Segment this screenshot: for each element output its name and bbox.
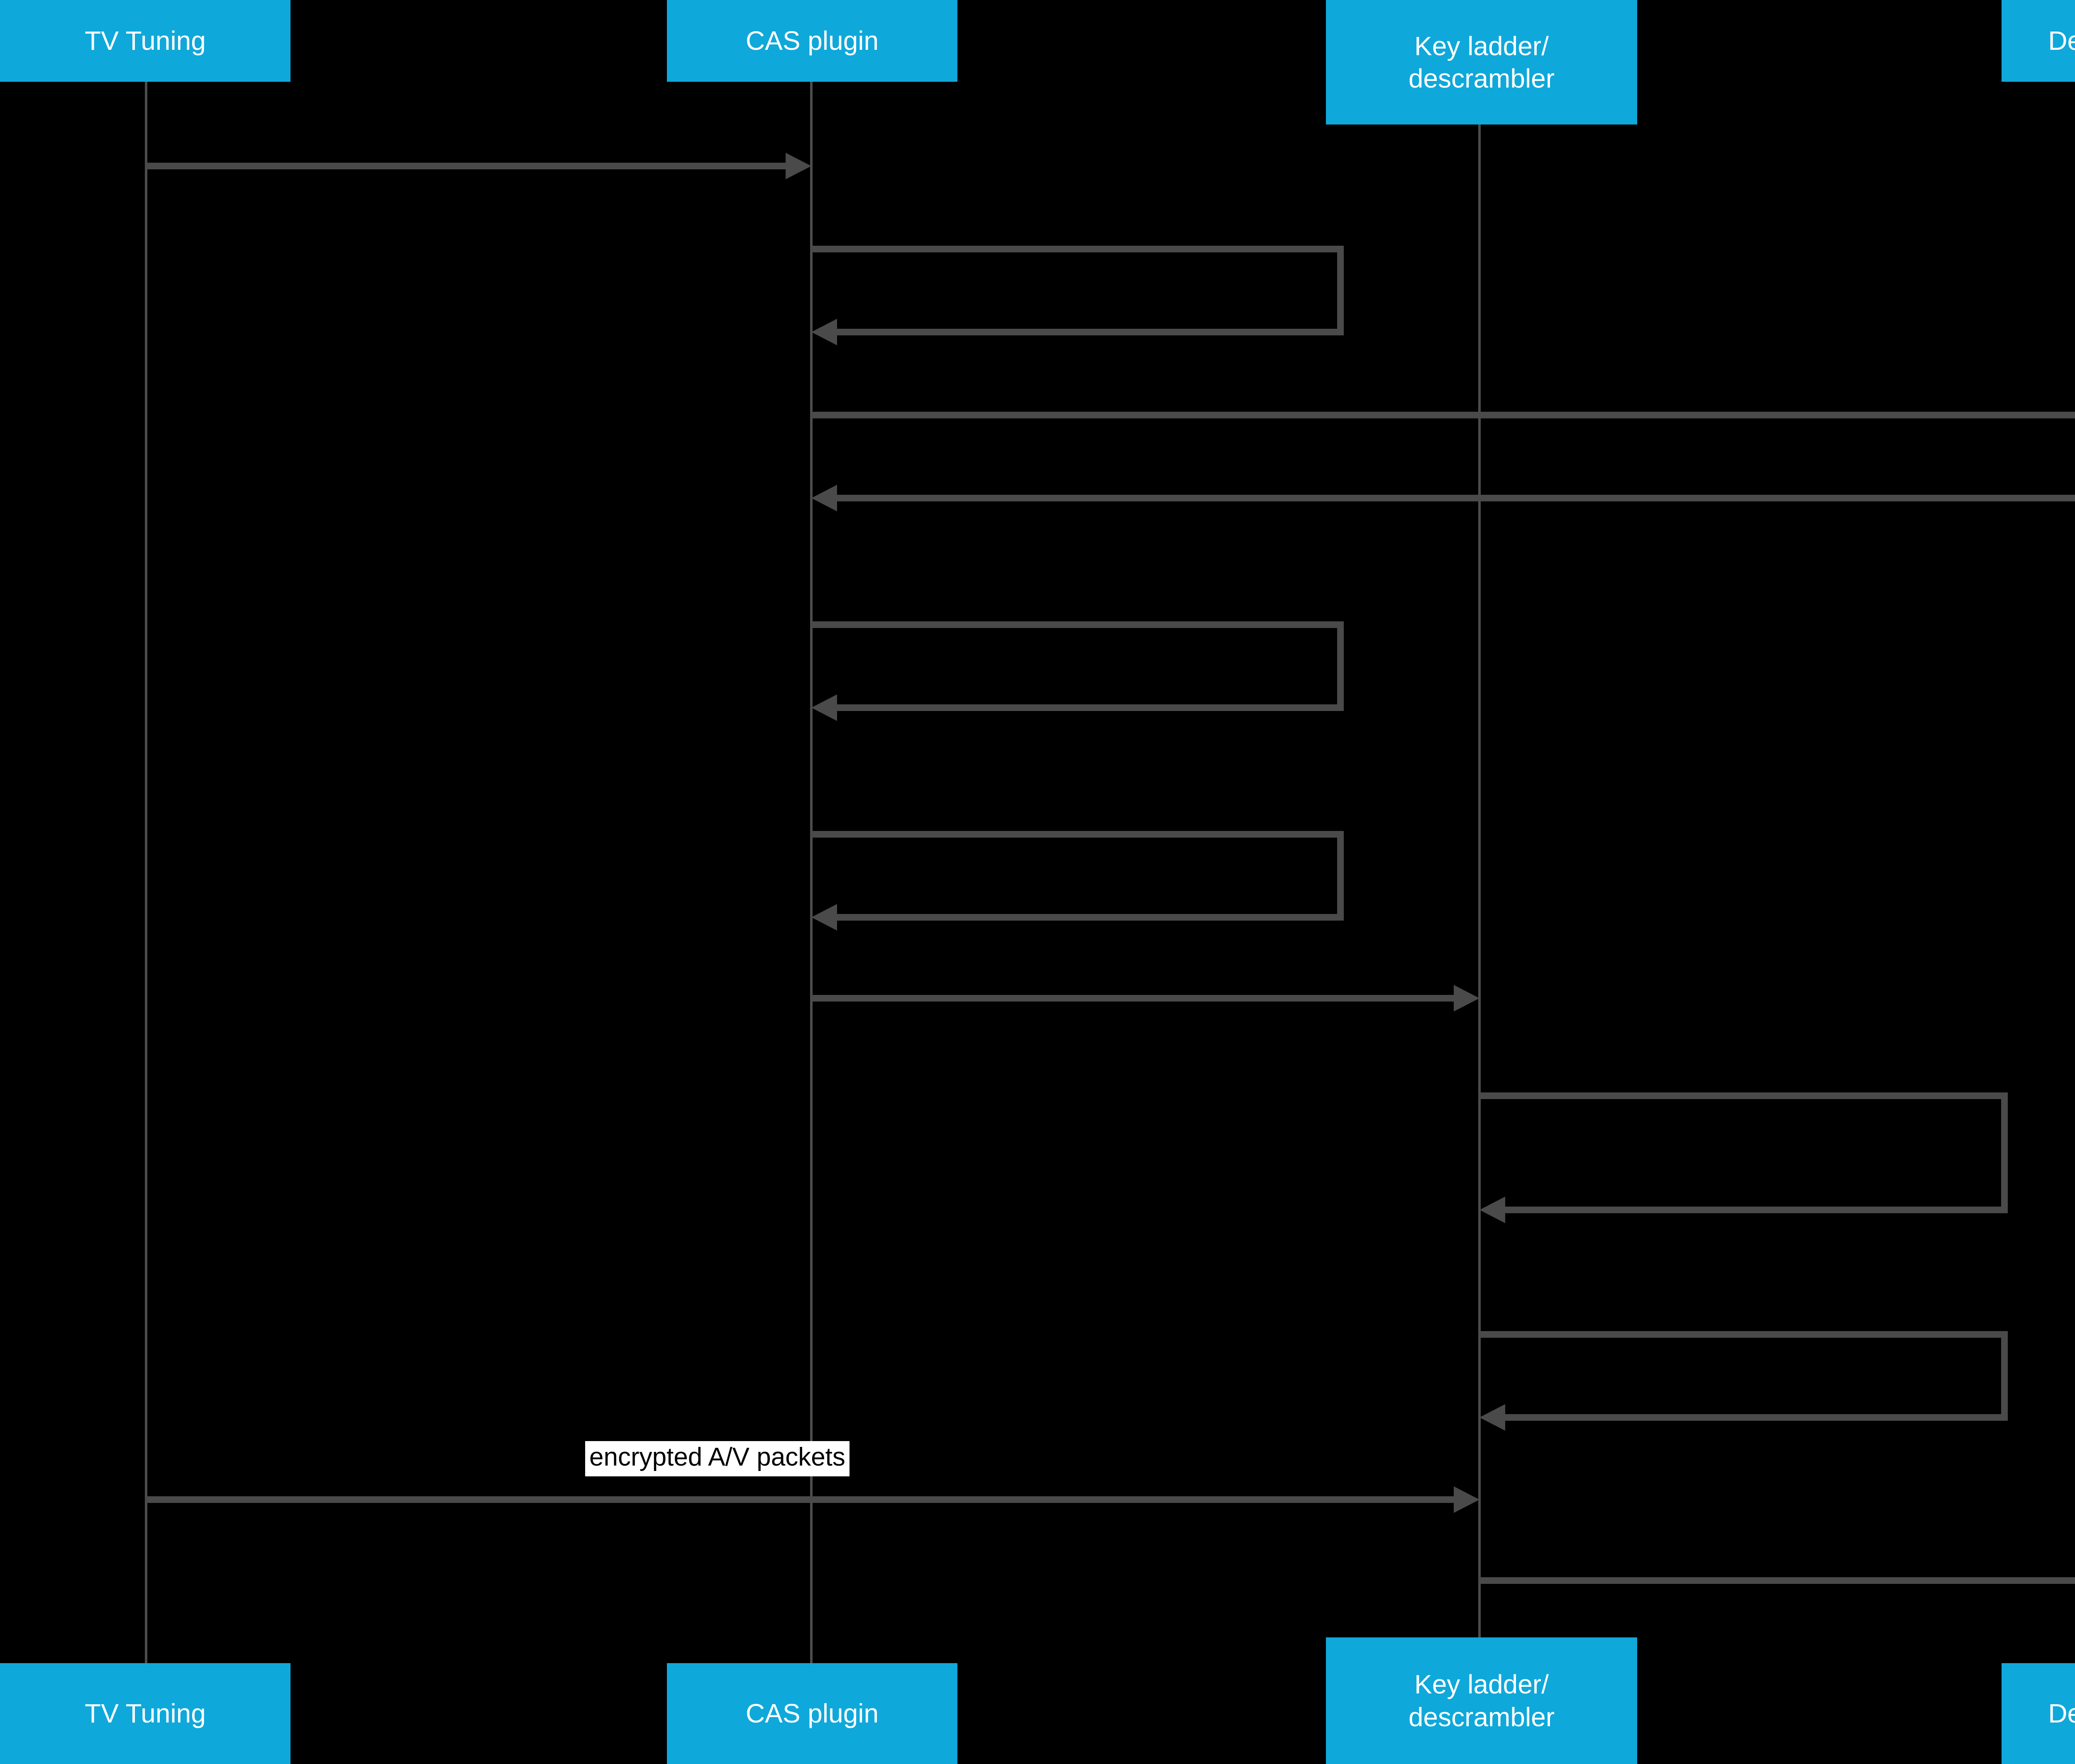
self-message-loop-m8[interactable] [1479,1092,2008,1213]
arrowhead [1479,1197,1505,1223]
arrowhead [811,319,837,345]
actor-box-bottom-decode-display[interactable]: Decode, display [2002,1663,2075,1764]
lifelines-group [145,82,1481,1663]
actor-label-key-ladder: Key ladder/ descrambler [1408,1669,1555,1732]
actor-label-cas-plugin: CAS plugin [745,26,879,56]
actor-label-tv-tuning: TV Tuning [85,26,206,56]
arrowhead [1479,1404,1505,1431]
actor-box-top-key-ladder[interactable]: Key ladder/ descrambler [1326,0,1637,125]
actor-box-bottom-key-ladder[interactable]: Key ladder/ descrambler [1326,1637,1637,1764]
actor-box-top-decode-display[interactable]: Decode, display [2002,0,2075,82]
actor-box-top-cas-plugin[interactable]: CAS plugin [667,0,957,82]
arrowhead [1454,985,1479,1011]
messages-group [146,153,2075,1584]
arrowhead [811,904,837,931]
actor-label-decode-display: Decode, display [2048,26,2075,56]
actor-label-tv-tuning: TV Tuning [85,1698,206,1729]
self-message-loop-m6[interactable] [811,831,1344,921]
actor-box-top-tv-tuning[interactable]: TV Tuning [0,0,290,82]
arrowhead [1454,1486,1479,1513]
arrowhead [811,694,837,721]
actor-box-bottom-tv-tuning[interactable]: TV Tuning [0,1663,290,1764]
message-label-m10[interactable]: encrypted A/V packets [585,1441,850,1477]
arrowhead [811,485,837,511]
actor-box-bottom-cas-plugin[interactable]: CAS plugin [667,1663,957,1764]
actor-label-key-ladder: Key ladder/ descrambler [1408,31,1555,93]
self-message-loop-m5[interactable] [811,621,1344,711]
arrowhead [786,153,811,179]
actor-label-cas-plugin: CAS plugin [745,1698,879,1729]
self-message-loop-m2[interactable] [811,246,1344,335]
actor-label-decode-display: Decode, display [2048,1698,2075,1729]
self-message-loop-m9[interactable] [1479,1331,2008,1421]
